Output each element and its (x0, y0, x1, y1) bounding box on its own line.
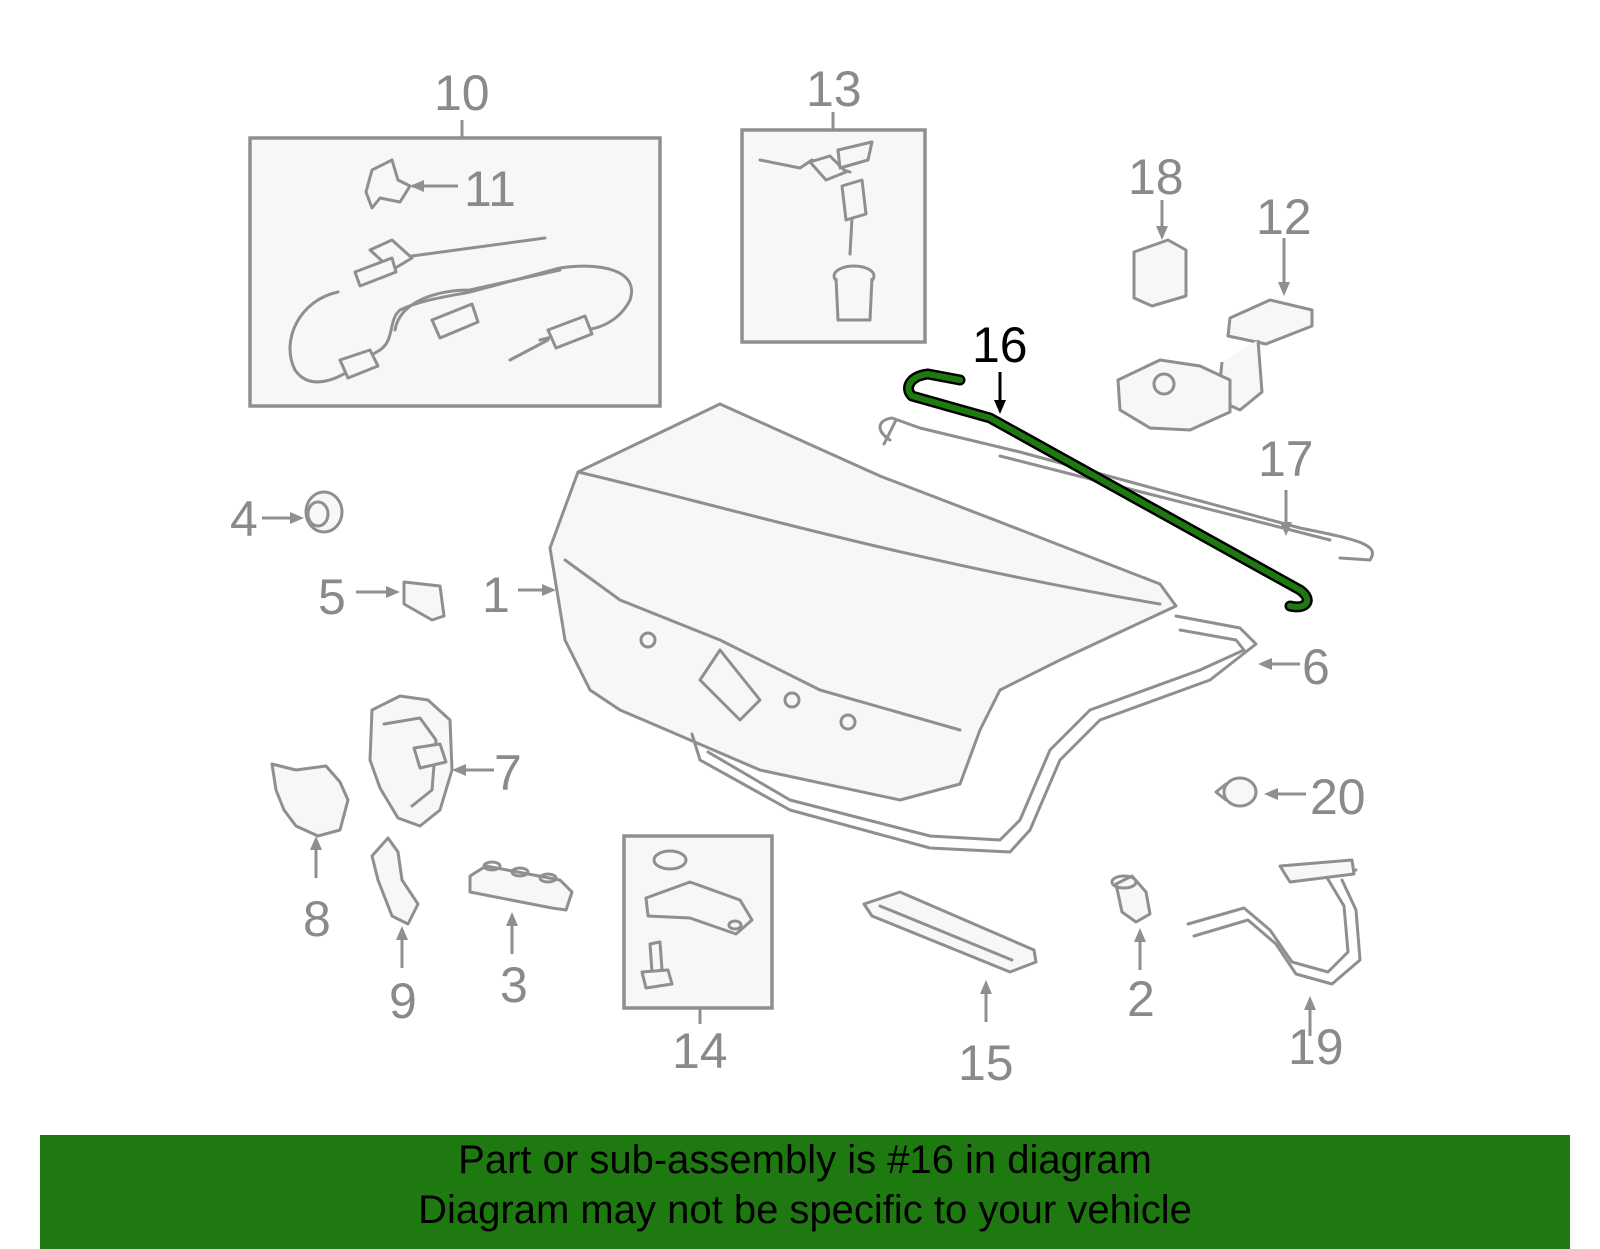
parts-diagram: 1 2 3 4 5 6 7 8 9 10 11 12 13 14 15 16 1… (230, 61, 1374, 1091)
part-9-brace[interactable] (370, 836, 420, 968)
callout-7: 7 (494, 745, 522, 801)
part-15-handle[interactable] (862, 890, 1038, 1022)
callout-9: 9 (389, 973, 417, 1029)
callout-17: 17 (1258, 431, 1314, 487)
part-8-bracket[interactable] (270, 762, 350, 878)
callout-14: 14 (672, 1023, 728, 1079)
callout-18: 18 (1128, 149, 1184, 205)
part-19-hinge[interactable] (1186, 858, 1362, 1036)
part-4-bumper[interactable] (262, 490, 344, 534)
info-banner: Part or sub-assembly is #16 in diagram D… (40, 1135, 1570, 1249)
callout-10: 10 (434, 65, 490, 121)
callout-12: 12 (1256, 189, 1312, 245)
part-17-rod[interactable] (878, 416, 1374, 562)
banner-line-part: Part or sub-assembly is #16 in diagram (458, 1138, 1152, 1182)
callout-2: 2 (1127, 971, 1155, 1027)
callout-8: 8 (303, 891, 331, 947)
part-14-sensor-kit[interactable] (622, 834, 774, 1024)
part-2-plug[interactable] (1110, 874, 1152, 970)
callout-11: 11 (464, 161, 516, 217)
part-10-cable-kit[interactable] (248, 120, 662, 408)
callout-6: 6 (1302, 639, 1330, 695)
callout-20: 20 (1310, 769, 1366, 825)
part-3-switch[interactable] (468, 860, 574, 954)
part-7-cover[interactable] (368, 694, 494, 828)
part-5-clip[interactable] (356, 580, 446, 622)
part-20-grommet[interactable] (1214, 776, 1306, 808)
callout-15: 15 (958, 1035, 1014, 1091)
part-16-rod[interactable] (903, 368, 1313, 613)
part-6-weatherstrip[interactable] (690, 614, 1300, 854)
banner-line-disclaimer: Diagram may not be specific to your vehi… (418, 1188, 1192, 1232)
part-13-key-cylinder[interactable] (740, 112, 927, 344)
callout-19: 19 (1288, 1019, 1344, 1075)
callout-4: 4 (230, 491, 258, 547)
callout-5: 5 (318, 569, 346, 625)
part-1-trunk-lid[interactable] (518, 402, 1178, 802)
callout-13: 13 (806, 61, 862, 117)
callout-3: 3 (500, 957, 528, 1013)
part-12-latch[interactable] (1116, 238, 1314, 432)
callout-1: 1 (482, 567, 510, 623)
part-18-pad[interactable] (1132, 200, 1188, 308)
callout-16: 16 (972, 317, 1028, 373)
